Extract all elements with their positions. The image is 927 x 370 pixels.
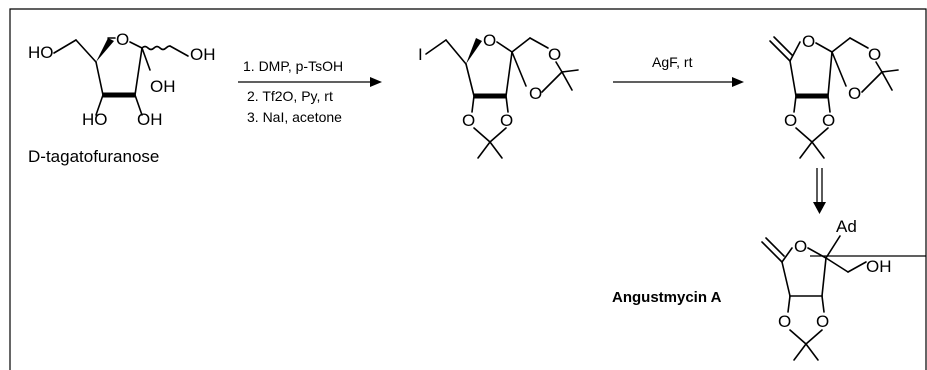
atom-ho-label: HO <box>28 43 54 62</box>
atom-i-label: I <box>418 45 423 64</box>
atom-ho-label: HO <box>82 110 108 129</box>
step2-condition: AgF, rt <box>652 54 693 70</box>
ring-oxygen: O <box>848 84 861 103</box>
frame-border <box>9 8 927 370</box>
multistep-arrow <box>813 168 826 214</box>
ring-oxygen: O <box>548 45 561 64</box>
ring-oxygen: O <box>116 30 129 49</box>
atom-oh-label: OH <box>150 77 176 96</box>
ring-oxygen: O <box>500 111 513 130</box>
reaction-arrow-step1 <box>238 77 382 87</box>
ring-oxygen: O <box>816 312 829 331</box>
ring-oxygen: O <box>529 84 542 103</box>
ring-oxygen: O <box>802 32 815 51</box>
ring-oxygen: O <box>778 312 791 331</box>
atom-oh-label: OH <box>137 110 163 129</box>
ring-oxygen: O <box>868 45 881 64</box>
molecule-angustmycin-a: O Ad OH O O <box>761 217 892 361</box>
molecule-exo-methylene-intermediate: O O O O O <box>769 32 899 159</box>
adamantyl-label: Ad <box>836 217 857 236</box>
product-name: Angustmycin A <box>612 289 722 306</box>
step1-condition-1: 1. DMP, p-TsOH <box>243 58 343 74</box>
step1-condition-2: 2. Tf2O, Py, rt <box>247 88 333 104</box>
ring-oxygen: O <box>462 111 475 130</box>
wavy-bond <box>141 45 171 51</box>
ring-oxygen: O <box>822 111 835 130</box>
start-material-name: D-tagatofuranose <box>28 147 159 166</box>
ring-oxygen: O <box>794 237 807 256</box>
step1-condition-3: 3. NaI, acetone <box>247 109 342 125</box>
molecule-d-tagatofuranose: HO O OH OH HO OH <box>28 30 216 129</box>
reaction-arrow-step2 <box>613 77 744 87</box>
molecule-iodo-intermediate: I O O O O O <box>418 31 579 159</box>
atom-oh-label: OH <box>190 45 216 64</box>
ring-oxygen: O <box>483 31 496 50</box>
atom-oh-label: OH <box>866 257 892 276</box>
ring-oxygen: O <box>784 111 797 130</box>
